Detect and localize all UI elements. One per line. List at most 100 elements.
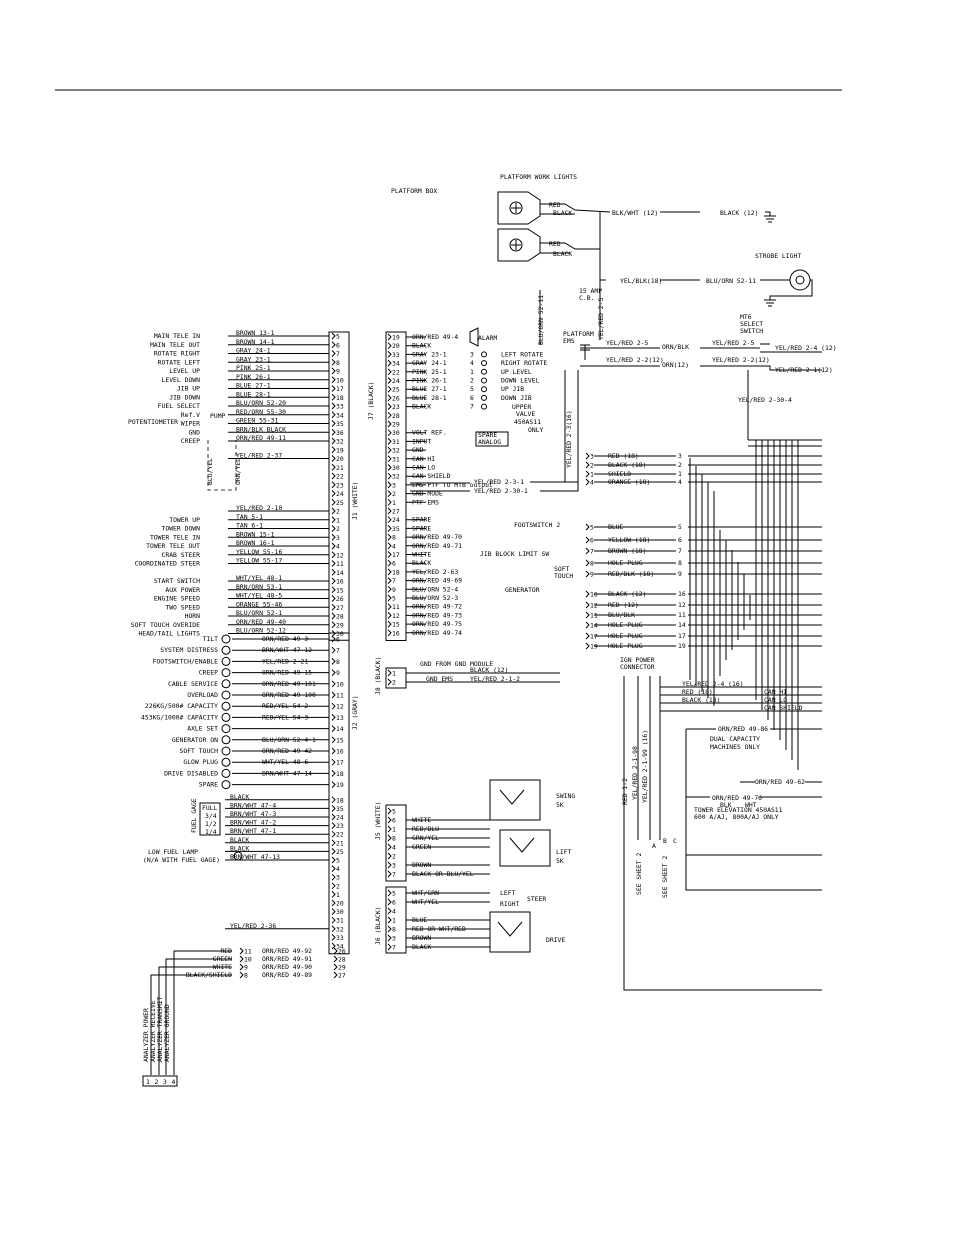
j2-lamp-icon [221, 757, 231, 767]
j2-lower-pin-mark [331, 873, 336, 881]
j1-pin: 2 [336, 508, 340, 516]
j6-pin: 4 [392, 908, 396, 916]
analyzer-pin-label: 2 [155, 1078, 159, 1086]
drive-pot-icon [489, 911, 531, 953]
alarm-icon [469, 327, 479, 347]
j2-pin-mark [331, 658, 336, 665]
j1-pin: 20 [336, 455, 344, 463]
j1-signal-label: JIB DOWN [169, 393, 200, 401]
j2-pin-mark [331, 770, 336, 777]
j1-wire-label: BLU/ORN 52-20 [236, 399, 286, 407]
j2-pin: 10 [336, 680, 344, 688]
j1-pin: 25 [336, 499, 344, 507]
j1-wire-label: YEL/RED 2-37 [236, 452, 282, 460]
j1-pin: 23 [336, 481, 344, 489]
j1-signal-label: CRAB STEER [162, 551, 201, 559]
j7-wire-label: GND MODE [412, 490, 443, 498]
j7-pin-mark [387, 490, 392, 497]
j5-pin-mark [387, 816, 392, 824]
blu-yel-label: BLU/YEL [206, 458, 214, 485]
j1-wire-label: BROWN 14-1 [236, 338, 275, 346]
j1-pin-mark [331, 568, 336, 576]
j7-wire-label: ORN/RED 49-4 [412, 333, 458, 341]
j7-pin: 2 [392, 490, 396, 498]
right-wire-out: 16 [678, 590, 686, 598]
right-wire-pin: 1 [590, 471, 594, 479]
j2-lamp-icon [221, 645, 231, 655]
lamp2-black: BLACK [553, 250, 572, 258]
j2-signal-label: GLOW PLUG [183, 758, 218, 766]
j7-pin-mark [387, 455, 392, 463]
j7-pin-mark [387, 438, 392, 445]
j1-signal-label: HEAD/TAIL LIGHTS [138, 630, 200, 638]
j7-wire-label: PINK 26-1 [412, 377, 447, 385]
right-wire-out: 8 [678, 559, 682, 567]
j2-lower-pin-mark [331, 882, 336, 890]
j2-lower-pin: 31 [336, 917, 344, 925]
j1-pin-mark [331, 612, 336, 620]
j2-signal-label: SYSTEM DISTRESS [160, 646, 218, 654]
j7-pin-mark [387, 394, 392, 402]
j1-pin: 22 [336, 473, 344, 481]
yel-blk-18-label: YEL/BLK(18) [620, 277, 662, 285]
lift-pot-icon [499, 829, 551, 867]
j7-pin: 8 [392, 534, 396, 542]
right-wire-label: YELLOW (18) [608, 536, 650, 544]
j2-body [328, 632, 350, 955]
ign-right-label: BLACK (18) [682, 696, 720, 704]
j2-lower-pin: 1 [336, 891, 340, 899]
analyzer-pin-mark [239, 955, 244, 963]
j1-wire-label: GREEN 55-31 [236, 417, 278, 425]
j2-pin: 17 [336, 759, 344, 767]
mt6-label-2: SELECT [740, 320, 763, 328]
pump-pot-1: PUMP [210, 412, 226, 420]
j7-switch-pin: 6 [470, 394, 474, 402]
analyzer-wire [150, 974, 232, 1075]
right-wire-pin: 19 [590, 643, 598, 651]
j5-pin-mark [387, 807, 392, 815]
right-wire-pin-mark [585, 547, 590, 555]
ign-letter-a: A [652, 842, 656, 850]
ign-wire-2: YEL/RED 2-1-98 [631, 746, 639, 800]
see-sheet-a: SEE SHEET 2 [635, 853, 643, 895]
j7-pin-mark [387, 481, 392, 489]
j2-lower-pin: 22 [336, 831, 344, 839]
j2-lower-pin: 24 [336, 814, 344, 822]
j1-signal-label: GND [188, 428, 200, 436]
j1-pin: 1 [336, 516, 340, 524]
j2-pin-mark [331, 736, 336, 744]
j2-lower-wire-label: BLACK [230, 844, 249, 852]
j7-pin-mark [387, 385, 392, 393]
j2-pin: 11 [336, 692, 344, 700]
j6-pin-mark [387, 898, 392, 906]
j5-pin-mark [387, 834, 392, 842]
j7-switch-pin: 5 [470, 385, 474, 393]
j5-wire-label: BLACK OR BLU/YEL [412, 870, 474, 878]
j1-wire-label: BROWN 15-1 [236, 530, 275, 538]
j2-lamp-icon [221, 668, 231, 678]
j2-lower-pin-mark [331, 899, 336, 907]
right-wire-pin-mark [585, 559, 590, 567]
j1-pin-mark [331, 428, 336, 436]
j6-pin: 1 [392, 917, 396, 925]
j1-pin-mark [331, 402, 336, 410]
j1-pin-mark [331, 411, 336, 419]
j8-label: J8 (BLACK) [374, 657, 382, 695]
j7-wire-label: BLUE 27-1 [412, 385, 447, 393]
analyzer-j-pin: 27 [338, 972, 346, 980]
j7-pin: 27 [392, 508, 400, 516]
j2-lower-pin: 4 [336, 865, 340, 873]
j6-wire-label: BROWN [412, 934, 431, 942]
ign-power-area [623, 676, 822, 991]
j2-lower-wire-label: BRN/WHT 47-2 [230, 819, 276, 827]
j2-lower-wire-label: YEL/RED 2-36 [230, 922, 276, 930]
j5-pin-mark [387, 861, 392, 869]
j1-signal-label: SOFT TOUCH OVERIDE [131, 621, 200, 629]
j2-pin-mark [331, 714, 336, 721]
j5-wire-label: RED/BLU [412, 825, 439, 833]
left-label: LEFT [500, 889, 516, 897]
right-wire-label: BROWN (18) [608, 547, 646, 555]
j7-wire-label: BLU/ORN 52-3 [412, 594, 458, 602]
gage-14: 1/4 [205, 828, 217, 836]
